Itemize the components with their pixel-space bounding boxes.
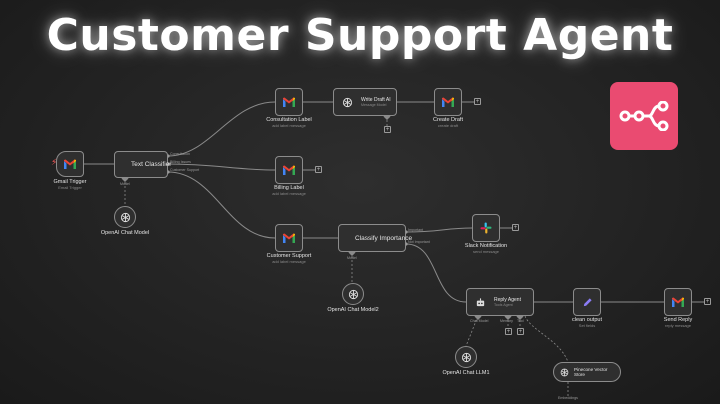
node-label: OpenAI Chat LLM1 — [442, 370, 490, 376]
node-title: Write Draft AI — [361, 97, 391, 103]
node-title-line1: Pinecone Vector — [574, 366, 608, 372]
pencil-icon — [583, 297, 592, 306]
workflow-logo-icon — [619, 101, 669, 131]
robot-icon — [476, 297, 485, 306]
node-customer-support[interactable] — [275, 224, 303, 252]
pinecone-icon — [560, 368, 569, 376]
node-reply-agent[interactable]: Reply Agent Tools Agent — [466, 288, 534, 316]
n8n-logo — [610, 82, 678, 150]
node-subtitle: add label message — [272, 259, 306, 264]
node-classify-importance[interactable]: Classify Importance — [338, 224, 412, 252]
port-label: Billing Issues — [170, 160, 191, 164]
port-label: Model — [120, 182, 130, 186]
add-node-button[interactable]: + — [704, 298, 711, 305]
node-subtitle: reply message — [664, 323, 692, 328]
openai-icon — [120, 212, 130, 222]
connection-classifier-billing — [167, 163, 276, 171]
connection-classify-slack — [405, 227, 473, 233]
node-label: Billing Label — [274, 185, 304, 191]
connection-classifier-consultation — [167, 101, 276, 157]
port-label: Customer Support — [170, 168, 200, 172]
trigger-bolt-icon: ⚡ — [51, 157, 58, 167]
slack-icon — [480, 222, 492, 234]
port-label: Model — [347, 256, 357, 260]
page-title: Customer Support Agent — [46, 10, 674, 61]
node-label: clean output — [572, 317, 602, 323]
node-subtitle: send message — [472, 249, 500, 254]
port-label: Important — [408, 228, 424, 232]
add-node-button[interactable]: + — [512, 224, 519, 231]
port-label: Memory — [500, 319, 513, 323]
node-send-reply[interactable] — [664, 288, 692, 316]
node-subtitle: Message Model — [361, 103, 387, 107]
gmail-icon — [64, 159, 76, 169]
connection-reply-pinecone — [524, 315, 569, 363]
gmail-icon — [672, 297, 684, 307]
node-subtitle: add label message — [272, 191, 306, 196]
node-slack-notification[interactable] — [472, 214, 500, 242]
node-pinecone-vector-store[interactable]: Pinecone Vector Store — [553, 362, 621, 382]
port-label: Chat Model — [470, 319, 489, 323]
node-create-draft[interactable] — [434, 88, 462, 116]
connection-classify-reply — [405, 243, 467, 303]
node-subtitle: Set fields — [578, 323, 596, 328]
gmail-icon — [283, 233, 295, 243]
add-tool-button[interactable]: + — [384, 126, 391, 133]
connection-classifier-support — [167, 171, 276, 239]
node-title: Classify Importance — [355, 234, 413, 242]
port-label: Consultation — [170, 152, 190, 156]
node-text-group: Pinecone Vector Store — [574, 367, 607, 378]
add-node-button[interactable]: + — [474, 98, 481, 105]
node-title-line2: Store — [574, 372, 585, 377]
node-label: Send Reply — [663, 317, 693, 323]
node-text-group: Reply Agent Tools Agent — [494, 297, 521, 307]
add-node-button[interactable]: + — [315, 166, 322, 173]
node-label: Gmail Trigger — [53, 179, 87, 185]
node-openai-chat-llm[interactable] — [455, 346, 477, 368]
add-memory-button[interactable]: + — [505, 328, 512, 335]
node-title: Reply Agent — [494, 297, 521, 303]
gmail-icon — [283, 97, 295, 107]
gmail-icon — [283, 165, 295, 175]
node-subtitle: Tools Agent — [494, 303, 513, 307]
node-label: OpenAI Chat Model2 — [327, 307, 379, 313]
node-label: Create Draft — [433, 117, 463, 123]
port-label: Embeddings — [558, 396, 578, 400]
node-write-draft[interactable]: Write Draft AI Message Model — [333, 88, 397, 116]
port-label: Tool — [517, 319, 524, 323]
node-clean-output[interactable] — [573, 288, 601, 316]
connection-llm-reply — [465, 315, 479, 347]
add-tool-button[interactable]: + — [517, 328, 524, 335]
openai-icon — [348, 289, 358, 299]
node-label: OpenAI Chat Model — [100, 230, 150, 236]
openai-icon — [342, 97, 353, 107]
node-title: Text Classifier — [131, 161, 172, 168]
node-consultation-label[interactable] — [275, 88, 303, 116]
node-text-group: Write Draft AI Message Model — [361, 97, 391, 107]
node-subtitle: Email Trigger — [58, 185, 82, 190]
node-billing-label[interactable] — [275, 156, 303, 184]
port-label: Not Important — [408, 240, 430, 244]
openai-icon — [461, 352, 471, 362]
node-label: Customer Support — [266, 253, 312, 259]
node-subtitle: create draft — [437, 123, 459, 128]
node-label: Consultation Label — [266, 117, 312, 123]
node-openai-chat-model2[interactable] — [342, 283, 364, 305]
node-openai-chat-model[interactable] — [114, 206, 136, 228]
node-gmail-trigger[interactable] — [56, 151, 84, 177]
node-subtitle: add label message — [272, 123, 306, 128]
node-label: Slack Notification — [464, 243, 508, 249]
gmail-icon — [442, 97, 454, 107]
node-text-classifier[interactable]: Text Classifier — [114, 151, 172, 178]
